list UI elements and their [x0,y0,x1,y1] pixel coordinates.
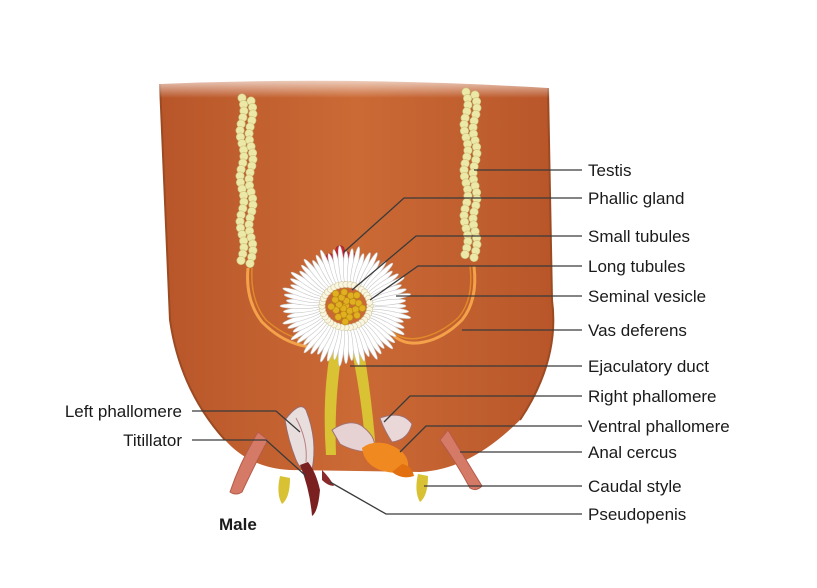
seminal-vesicle-core [341,317,349,326]
seminal-vesicle-core [353,291,361,299]
testis-lobule [460,250,470,260]
testis-lobule [469,253,479,263]
label-anal-cercus: Anal cercus [588,443,677,462]
label-long-tubules: Long tubules [588,257,685,276]
seminal-vesicle-core [358,304,367,312]
label-ejaculatory-duct: Ejaculatory duct [588,357,709,376]
label-ventral-phallomere: Ventral phallomere [588,417,730,436]
label-seminal-vesicle: Seminal vesicle [588,287,706,306]
label-testis: Testis [588,161,631,180]
label-titillator: Titillator [123,431,182,450]
caudal-style-left [278,476,290,504]
caudal-style-right [416,474,428,502]
ejaculatory-duct [324,352,376,455]
seminal-vesicle-core [354,299,363,307]
seminal-vesicle [279,245,412,367]
diagram-caption: Male [219,515,257,534]
label-small-tubules: Small tubules [588,227,690,246]
right-phallomere [331,414,413,453]
abdomen-edge-right [519,87,555,421]
seminal-vesicle-core [353,311,361,319]
label-left-phallomere: Left phallomere [65,402,182,421]
testis-left [235,93,258,268]
anal-cercus-left [229,431,269,495]
anal-cercus-right [439,429,483,491]
seminal-vesicle-core [331,296,339,304]
seminal-vesicle-core [334,313,342,321]
label-caudal-style: Caudal style [588,477,682,496]
testis-lobule [245,258,255,268]
abdomen-top-fade [150,76,560,98]
label-right-phallomere: Right phallomere [588,387,717,406]
testis-lobule [236,255,246,265]
leader-lines [192,169,582,515]
ventral-phallomere [362,442,409,473]
seminal-vesicle-core [331,289,340,298]
abdomen-edge-left [159,83,226,441]
seminal-vesicle-core [340,288,348,296]
seminal-vesicle-core [327,302,335,311]
label-pseudopenis: Pseudopenis [588,505,686,524]
label-phallic-gland: Phallic gland [588,189,684,208]
label-vas-deferens: Vas deferens [588,321,687,340]
testis-right [459,87,482,263]
ventral-phallomere-tip [392,464,414,478]
small-tubule [366,298,374,306]
